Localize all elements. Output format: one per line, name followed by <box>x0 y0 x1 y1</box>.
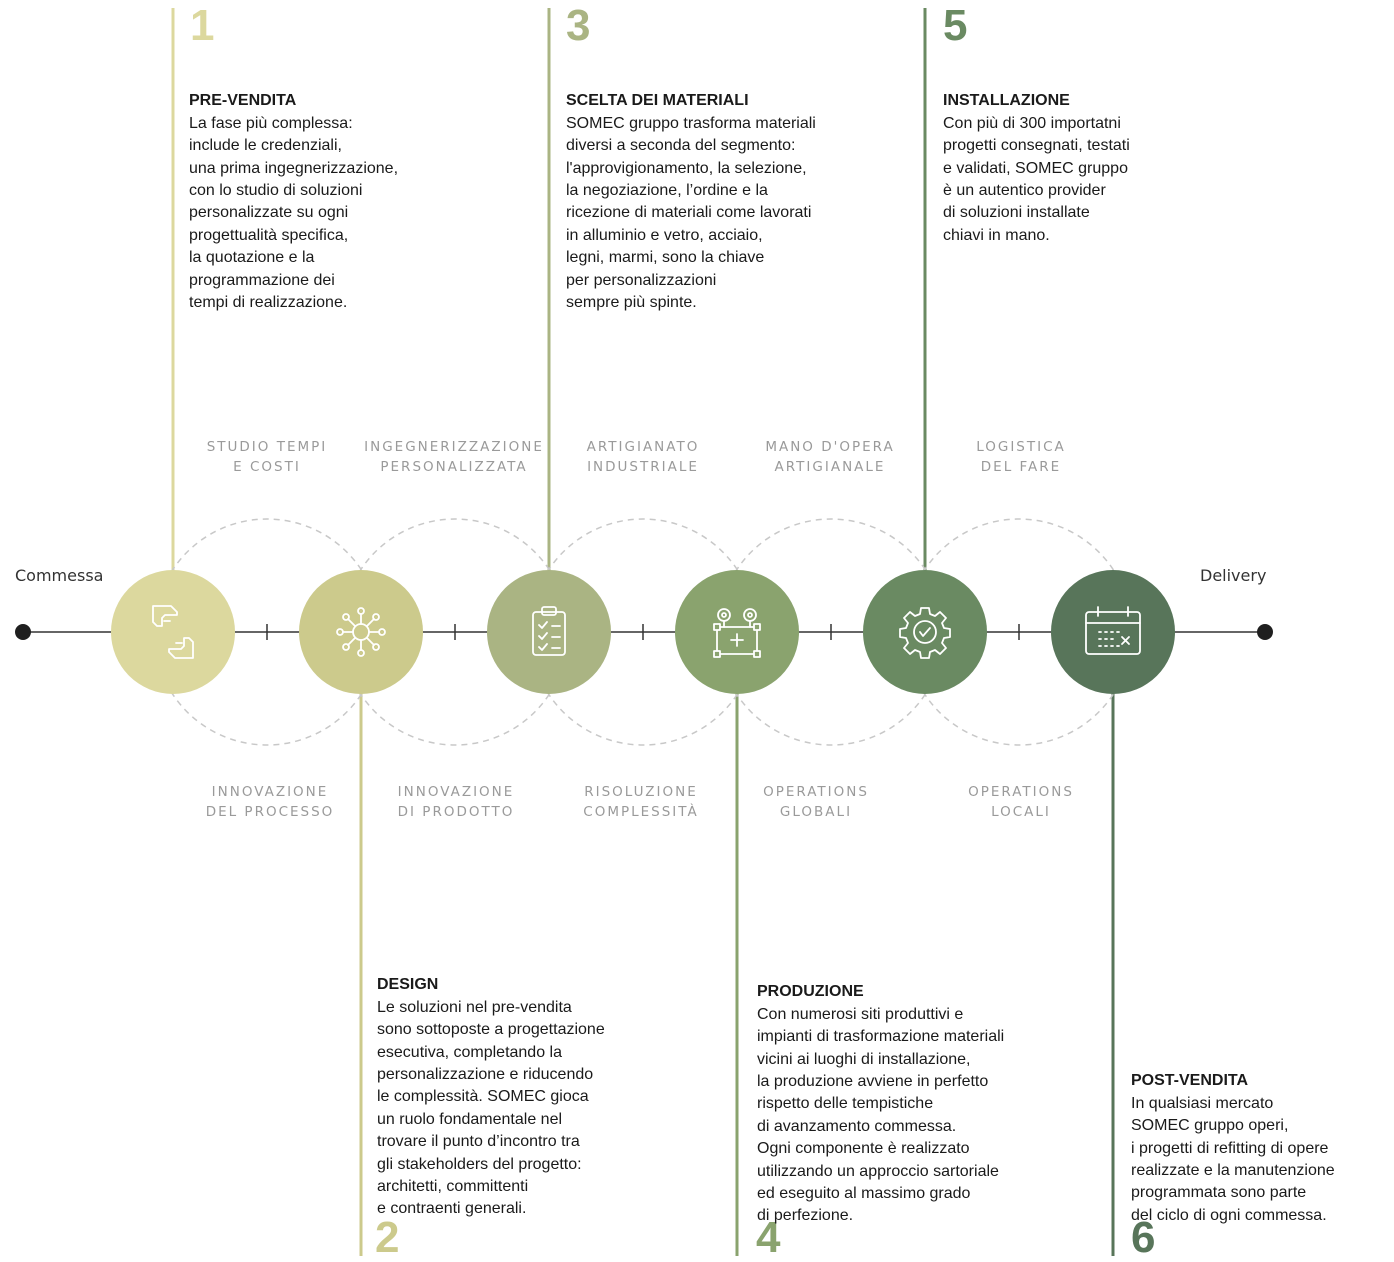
step-body-6: In qualsiasi mercato SOMEC gruppo operi,… <box>1131 1094 1335 1224</box>
step-circle-1 <box>111 570 235 694</box>
step-number-6: 6 <box>1131 1213 1156 1262</box>
arc-label-risoluzione: RISOLUZIONE COMPLESSITÀ <box>583 784 699 820</box>
arc-label-operations-globali: OPERATIONS GLOBALI <box>763 784 869 820</box>
step-circle-4 <box>675 570 799 694</box>
arc-label-innovazione-prodotto: INNOVAZIONE DI PRODOTTO <box>397 784 515 820</box>
step-title-5: INSTALLAZIONE <box>943 92 1070 110</box>
step-body-1: La fase più complessa: include le creden… <box>189 114 399 312</box>
end-dot <box>1257 624 1273 640</box>
step-circle-3 <box>487 570 611 694</box>
step-block-3: SCELTA DEI MATERIALI SOMEC gruppo trasfor… <box>566 68 816 314</box>
step-title-4: PRODUZIONE <box>757 983 864 1001</box>
end-label: Delivery <box>1200 566 1267 585</box>
arc-label-mano-opera: MANO D'OPERA ARTIGIANALE <box>765 439 895 475</box>
clipboard-checklist-icon <box>532 606 566 656</box>
step-block-4: PRODUZIONE Con numerosi siti produttivi e… <box>757 959 1004 1228</box>
arc-label-logistica: LOGISTICA DEL FARE <box>976 439 1066 475</box>
team-network-icon <box>713 608 761 658</box>
calendar-icon <box>1085 606 1141 655</box>
step-circle-5 <box>863 570 987 694</box>
start-label: Commessa <box>15 566 104 585</box>
step-body-5: Con più di 300 importatni progetti conse… <box>943 114 1130 244</box>
step-body-2: Le soluzioni nel pre-vendita sono sottop… <box>377 998 605 1218</box>
step-circle-2 <box>299 570 423 694</box>
step-body-3: SOMEC gruppo trasforma materiali diversi… <box>566 114 816 312</box>
step-title-3: SCELTA DEI MATERIALI <box>566 92 749 110</box>
step-number-5: 5 <box>943 1 968 50</box>
step-title-6: POST-VENDITA <box>1131 1072 1249 1090</box>
step-number-3: 3 <box>566 1 591 50</box>
arc-label-studio-tempi: STUDIO TEMPI E COSTI <box>206 439 328 475</box>
arc-label-innovazione-processo: INNOVAZIONE DEL PROCESSO <box>205 784 335 820</box>
step-connector-lines <box>171 8 1115 1256</box>
timeline-ticks <box>266 624 1020 640</box>
step-title-1: PRE-VENDITA <box>189 92 297 110</box>
step-block-5: INSTALLAZIONE Con più di 300 importatni p… <box>943 68 1130 247</box>
step-number-1: 1 <box>190 1 215 50</box>
arc-label-operations-locali: OPERATIONS LOCALI <box>968 784 1074 820</box>
step-block-2: DESIGN Le soluzioni nel pre-vendita sono … <box>377 952 605 1221</box>
arc-label-artigianato: ARTIGIANATO INDUSTRIALE <box>586 439 700 475</box>
step-number-4: 4 <box>756 1213 781 1262</box>
step-block-1: PRE-VENDITA La fase più complessa: includ… <box>189 68 398 314</box>
step-title-2: DESIGN <box>377 976 439 994</box>
step-block-6: POST-VENDITA In qualsiasi mercato SOMEC g… <box>1131 1048 1335 1227</box>
start-dot <box>15 624 31 640</box>
gear-check-icon <box>899 607 951 659</box>
step-body-4: Con numerosi siti produttivi e impianti … <box>757 1005 1005 1225</box>
step-number-2: 2 <box>375 1213 400 1262</box>
handshake-icon <box>152 605 194 659</box>
network-gear-icon <box>336 607 386 657</box>
arc-label-ingegnerizzazione: INGEGNERIZZAZIONE PERSONALIZZATA <box>364 439 544 475</box>
